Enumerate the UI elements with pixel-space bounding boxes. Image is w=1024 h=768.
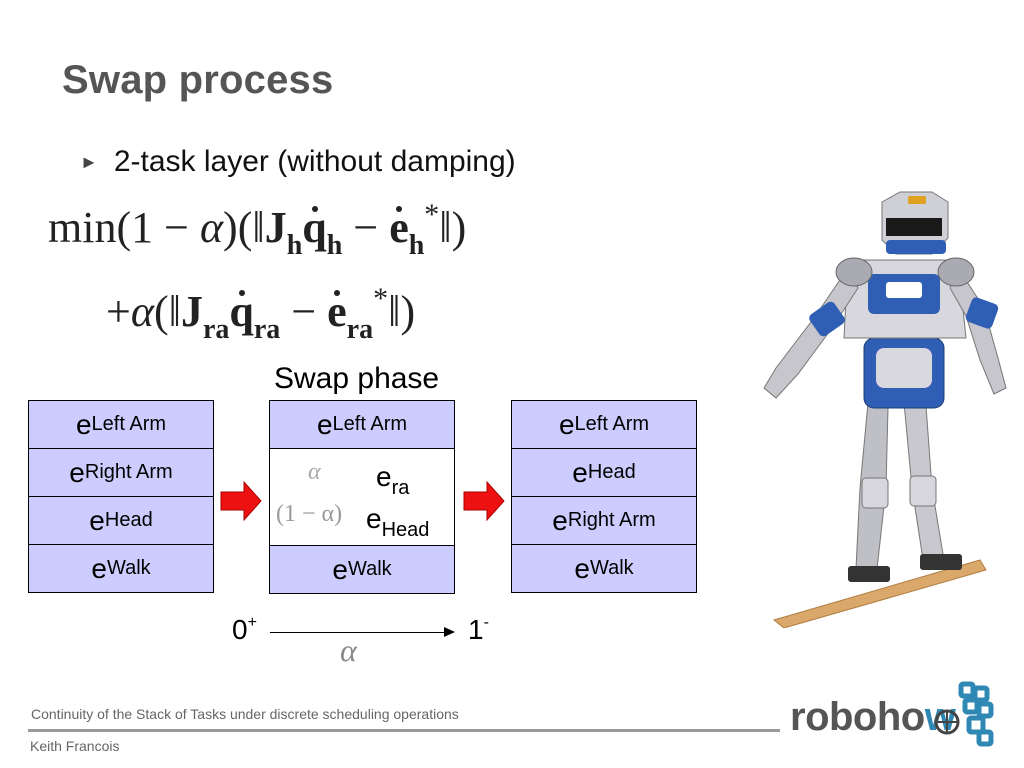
formula-J-sub: h (286, 230, 303, 261)
axis-start-sign: + (247, 614, 257, 631)
axis-end-value: 1 (468, 614, 484, 645)
task-sub: Right Arm (567, 509, 656, 531)
swap-phase-label: Swap phase (274, 362, 440, 395)
footer-talk-title: Continuity of the Stack of Tasks under d… (31, 706, 459, 722)
formula-qdot-2: q (229, 287, 254, 336)
formula-J: J (264, 203, 287, 252)
task-sub: Left Arm (332, 413, 408, 435)
formula-e-star: * (424, 198, 440, 231)
arrow-head-icon (444, 627, 455, 637)
mix-task-ra: era (376, 461, 409, 500)
robohow-hand-icon (934, 681, 994, 747)
formula-minus-2: − (353, 203, 379, 252)
alpha-progress-axis: 0+ 1- α (230, 608, 500, 678)
formula-close: ‖) (439, 203, 467, 252)
axis-end-sign: - (483, 614, 489, 631)
task-e: e (366, 503, 382, 534)
task-sub: Left Arm (91, 413, 167, 435)
mixed-task-cell: α (1 − α) era eHead (269, 448, 455, 546)
formula-line-1: min(1 − α)(‖Jhqh − eh*‖) (48, 198, 466, 262)
formula-J-sub-2: ra (202, 314, 230, 345)
task-e: e (75, 408, 92, 440)
task-sub: Walk (106, 557, 151, 579)
formula-alpha-2: α (130, 287, 154, 336)
task-sub: Head (381, 519, 430, 541)
logo-word-main: roboho (790, 694, 925, 739)
formula-minus-3: − (291, 287, 317, 336)
mix-task-head: eHead (366, 503, 429, 542)
formula-qdot: q (302, 203, 327, 252)
task-e: e (574, 552, 590, 584)
task-sub: Right Arm (84, 461, 173, 483)
footer-author: Keith Francois (30, 738, 120, 754)
bullet-item: ► 2-task layer (without damping) (80, 145, 516, 179)
humanoid-robot-image (763, 191, 1007, 628)
robohow-logo: robohow (790, 681, 997, 752)
mix-one-minus-alpha: (1 − α) (276, 501, 343, 527)
formula-alpha: α (199, 203, 224, 252)
task-e: e (376, 461, 392, 492)
formula-e-sub: h (408, 230, 425, 261)
task-e: e (316, 408, 333, 440)
task-sub: Head (104, 509, 153, 531)
axis-alpha-label: α (340, 632, 357, 668)
formula-q-sub: h (326, 230, 343, 261)
formula-edot: e (389, 203, 409, 252)
formula-q-sub-2: ra (253, 314, 281, 345)
formula-e-star-2: * (373, 282, 389, 315)
formula-open: )(‖ (223, 203, 265, 252)
axis-end-label: 1- (468, 614, 489, 646)
bullet-text: 2-task layer (without damping) (113, 145, 516, 178)
task-sub: Walk (347, 558, 392, 580)
mix-alpha: α (308, 459, 321, 485)
axis-start-value: 0 (232, 614, 248, 645)
red-arrow-right-icon (463, 480, 505, 522)
formula-close-2: ‖) (388, 287, 416, 336)
task-e: e (89, 504, 105, 536)
task-sub: Walk (589, 557, 634, 579)
red-arrow-right-icon (220, 480, 262, 522)
formula-J-2: J (180, 287, 203, 336)
task-e: e (69, 456, 85, 488)
task-e: e (552, 504, 568, 536)
task-e: e (332, 553, 348, 585)
task-e: e (558, 408, 575, 440)
footer-divider (28, 729, 780, 732)
formula-e-sub-2: ra (346, 314, 374, 345)
formula-line-2: +α(‖Jraqra − era*‖) (106, 282, 415, 346)
axis-start-label: 0+ (232, 614, 257, 646)
task-sub: Head (587, 461, 636, 483)
triangle-bullet-icon: ► (80, 151, 98, 172)
formula-minus: − (164, 203, 189, 252)
axis-line (270, 632, 448, 633)
task-e: e (91, 552, 107, 584)
formula-open-2: (‖ (153, 287, 181, 336)
task-sub: Left Arm (574, 413, 650, 435)
logo-wordmark: robohow (790, 694, 956, 740)
formula-min: min(1 (48, 203, 154, 252)
formula-edot-2: e (327, 287, 347, 336)
slide-title: Swap process (62, 58, 334, 102)
task-e: e (572, 456, 588, 488)
task-sub: ra (391, 477, 410, 499)
formula-plus: + (106, 287, 131, 336)
